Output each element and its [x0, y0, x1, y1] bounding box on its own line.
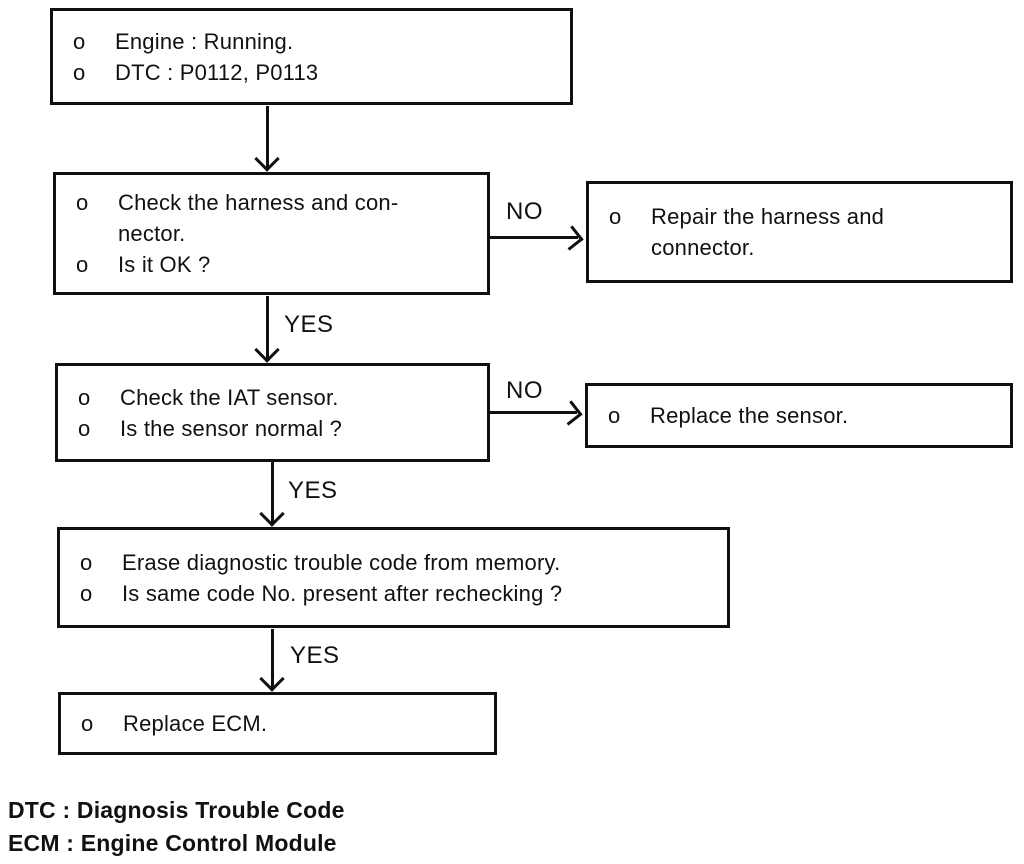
bullet-item: o Replace ECM.	[81, 708, 486, 739]
box-text: Engine : Running.	[115, 28, 294, 54]
bullet-marker: o	[80, 580, 93, 606]
flow-box-replace-ecm: o Replace ECM.	[58, 692, 497, 755]
box-text: Is it OK ?	[118, 252, 211, 277]
box-text: Is the sensor normal ?	[120, 415, 343, 441]
bullet-marker: o	[81, 711, 94, 736]
box-text: Replace the sensor.	[650, 403, 849, 428]
flow-box-replace-sensor: o Replace the sensor.	[585, 383, 1013, 448]
branch-label-no: NO	[506, 198, 543, 225]
bullet-item: o Is the sensor normal ?	[78, 413, 479, 444]
arrowhead-down-icon	[254, 337, 280, 363]
flow-box-repair-harness: o Repair the harness and connector.	[586, 181, 1013, 283]
arrowhead-right-icon	[557, 400, 583, 426]
arrowhead-right-icon	[558, 225, 584, 251]
legend: DTC : Diagnosis Trouble Code ECM : Engin…	[8, 794, 345, 860]
bullet-marker: o	[78, 384, 91, 410]
box-text: Erase diagnostic trouble code from memor…	[122, 549, 561, 575]
legend-line-ecm: ECM : Engine Control Module	[8, 830, 337, 856]
arrow-line-start-to-check-harness	[266, 106, 269, 168]
bullet-item: o Is it OK ?	[76, 249, 479, 280]
arrow-line-no-to-repair	[490, 236, 578, 239]
arrow-line-yes-to-check-iat	[266, 296, 269, 359]
bullet-item: o DTC : P0112, P0113	[73, 57, 562, 88]
flow-box-erase-dtc: o Erase diagnostic trouble code from mem…	[57, 527, 730, 628]
bullet-marker: o	[78, 415, 91, 441]
branch-label-yes: YES	[288, 477, 338, 504]
box-text: Check the harness and con- nector.	[118, 190, 399, 246]
bullet-marker: o	[73, 59, 86, 85]
arrowhead-down-icon	[254, 146, 280, 172]
arrow-line-no-to-replace-sensor	[490, 411, 577, 414]
legend-line-dtc: DTC : Diagnosis Trouble Code	[8, 797, 345, 823]
bullet-item: o Is same code No. present after recheck…	[80, 578, 719, 609]
flow-box-check-harness: o Check the harness and con- nector. o I…	[53, 172, 490, 295]
box-text: Check the IAT sensor.	[120, 384, 339, 410]
bullet-item: o Replace the sensor.	[608, 400, 1002, 431]
bullet-item: o Engine : Running.	[73, 26, 562, 57]
branch-label-yes: YES	[284, 311, 334, 338]
branch-label-yes: YES	[290, 642, 340, 669]
bullet-marker: o	[608, 403, 621, 428]
branch-label-no: NO	[506, 377, 543, 404]
bullet-item: o Check the IAT sensor.	[78, 382, 479, 413]
flow-box-check-iat: o Check the IAT sensor. o Is the sensor …	[55, 363, 490, 462]
box-text: Replace ECM.	[123, 711, 268, 736]
bullet-item: o Check the harness and con- nector.	[76, 187, 479, 249]
arrowhead-down-icon	[259, 666, 285, 692]
bullet-marker: o	[76, 190, 89, 215]
box-text: Is same code No. present after recheckin…	[122, 580, 563, 606]
arrow-line-yes-to-replace-ecm	[271, 629, 274, 688]
box-text: DTC : P0112, P0113	[115, 59, 319, 85]
arrow-line-yes-to-erase-dtc	[271, 462, 274, 523]
arrowhead-down-icon	[259, 501, 285, 527]
bullet-item: o Erase diagnostic trouble code from mem…	[80, 547, 719, 578]
flow-box-start: o Engine : Running. o DTC : P0112, P0113	[50, 8, 573, 105]
bullet-marker: o	[609, 204, 622, 229]
bullet-marker: o	[80, 549, 93, 575]
bullet-item: o Repair the harness and connector.	[609, 201, 1002, 263]
bullet-marker: o	[73, 28, 86, 54]
box-text: Repair the harness and connector.	[651, 204, 885, 260]
bullet-marker: o	[76, 252, 89, 277]
